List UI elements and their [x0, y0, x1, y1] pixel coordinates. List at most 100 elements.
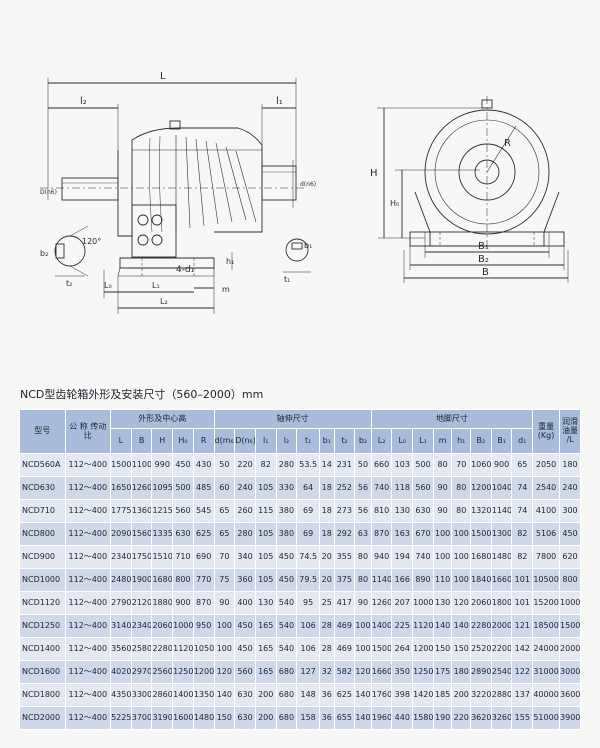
table-cell: 200: [451, 683, 472, 707]
table-cell: 1200: [470, 476, 492, 500]
dim-label-L2: L₂: [160, 297, 168, 306]
table-cell: 1400: [370, 614, 393, 638]
table-cell: 200: [254, 683, 277, 707]
table-cell: 1775: [110, 499, 132, 523]
table-cell: 280: [275, 453, 298, 477]
table-cell: 450: [559, 522, 581, 546]
table-cell: 1960: [370, 706, 393, 730]
table-cell: 20: [319, 545, 335, 569]
table-cell: 231: [333, 453, 356, 477]
table-cell: 1760: [370, 683, 393, 707]
table-cell: 70: [451, 453, 472, 477]
table-cell: 630: [172, 522, 194, 546]
table-cell: 166: [391, 568, 414, 592]
table-cell: 70: [213, 545, 236, 569]
table-cell: 670: [412, 522, 434, 546]
table-cell: 900: [490, 453, 513, 477]
sub-header: l₁: [254, 428, 277, 454]
dim-label-B2: B₂: [478, 254, 489, 265]
sub-header: L₂: [370, 428, 393, 454]
table-cell: 115: [254, 499, 277, 523]
table-cell: 1500: [370, 637, 393, 661]
table-cell: 1880: [151, 591, 174, 615]
table-cell: 800: [172, 568, 194, 592]
header-foot: 地脚尺寸: [370, 409, 534, 429]
table-cell: 252: [333, 476, 356, 500]
table-cell: 79.5: [296, 568, 321, 592]
table-cell: 240: [234, 476, 256, 500]
table-cell: 1140: [490, 499, 513, 523]
table-cell: 350: [391, 660, 414, 684]
table-cell: 140: [432, 614, 453, 638]
table-cell: 150: [432, 637, 453, 661]
table-cell: 10500: [532, 568, 561, 592]
dim-label-t1: t₁: [284, 275, 290, 284]
table-cell: 950: [192, 614, 215, 638]
table-cell: 64: [296, 476, 321, 500]
table-cell: 40000: [532, 683, 561, 707]
dim-label-H0: H₀: [390, 199, 399, 208]
table-cell: 110: [432, 568, 453, 592]
table-cell: 660: [370, 453, 393, 477]
table-cell: 540: [275, 614, 298, 638]
table-cell: 1400: [172, 683, 194, 707]
dim-label-L1: L₁: [152, 281, 160, 290]
table-cell: 4020: [110, 660, 132, 684]
table-cell: 5225: [110, 706, 132, 730]
table-cell: 207: [391, 591, 414, 615]
table-cell: 95: [296, 591, 321, 615]
table-cell: 1480: [490, 545, 513, 569]
dim-label-R: R: [504, 138, 511, 149]
table-cell: 14: [319, 453, 335, 477]
table-cell: 28: [319, 614, 335, 638]
sub-header: m: [432, 428, 453, 454]
sub-header: R: [192, 428, 215, 454]
table-cell: 450: [275, 568, 298, 592]
table-cell: 680: [275, 683, 298, 707]
table-cell: 273: [333, 499, 356, 523]
table-cell: 63: [354, 522, 372, 546]
table-cell: 1500: [110, 453, 132, 477]
table-cell: 500: [412, 453, 434, 477]
dim-label-m: m: [222, 285, 230, 294]
dim-label-H: H: [370, 168, 378, 179]
table-cell: 630: [412, 499, 434, 523]
table-cell: 1680: [470, 545, 492, 569]
table-cell: 1200: [412, 637, 434, 661]
dim-label-angle: 120°: [82, 237, 101, 246]
dim-label-l2: l₂: [80, 96, 87, 107]
table-cell: 118: [391, 476, 414, 500]
table-cell: 18: [319, 522, 335, 546]
table-cell: 2000: [490, 614, 513, 638]
table-cell: 450: [234, 614, 256, 638]
table-cell: 740: [370, 476, 393, 500]
table-cell: 3140: [110, 614, 132, 638]
table-cell: 28: [319, 637, 335, 661]
table-cell: 15200: [532, 591, 561, 615]
table-cell: 3620: [470, 706, 492, 730]
table-cell: 375: [333, 568, 356, 592]
table-cell: 900: [172, 591, 194, 615]
table-cell: 260: [234, 499, 256, 523]
table-cell: 165: [254, 660, 277, 684]
table-cell: 194: [391, 545, 414, 569]
table-cell: 3600: [559, 683, 581, 707]
table-cell: 1300: [490, 522, 513, 546]
table-cell: 2560: [151, 660, 174, 684]
table-cell: 560: [412, 476, 434, 500]
table-cell: 2860: [151, 683, 174, 707]
model-cell: NCD1250: [19, 614, 66, 638]
table-cell: 90: [432, 476, 453, 500]
table-cell: 74: [511, 499, 534, 523]
table-cell: 1000: [412, 591, 434, 615]
table-cell: 74: [511, 476, 534, 500]
table-cell: 1680: [151, 568, 174, 592]
header-ratio: 公 称 传动比: [64, 409, 112, 454]
table-cell: 398: [391, 683, 414, 707]
table-cell: 3300: [130, 683, 153, 707]
table-cell: 65: [213, 499, 236, 523]
table-cell: 3220: [470, 683, 492, 707]
table-cell: 630: [234, 706, 256, 730]
sub-header: d₁: [511, 428, 534, 454]
